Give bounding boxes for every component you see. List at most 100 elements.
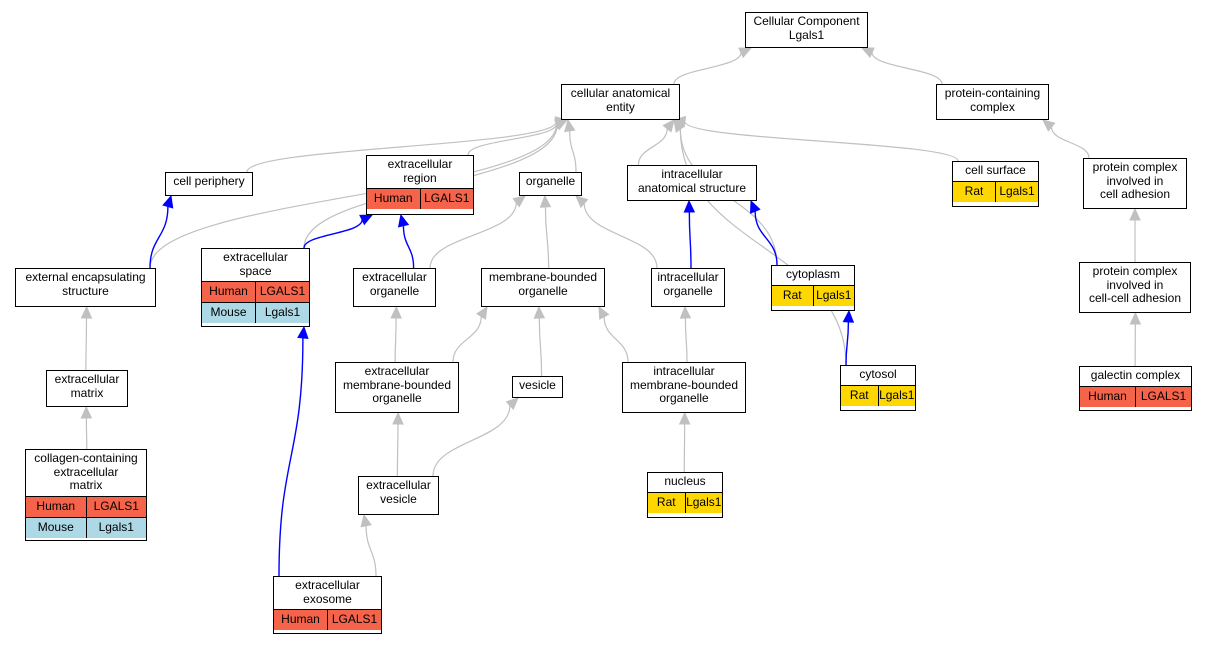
term-label-line: protein-containing [944, 86, 1041, 100]
arrowhead [390, 305, 402, 319]
term-label-line: organelle [525, 174, 576, 188]
arrowhead [598, 305, 610, 320]
arrowhead [683, 199, 696, 213]
term-label-line: galectin complex [1090, 368, 1181, 382]
term-label-line: intracellular [657, 270, 719, 284]
arrowhead [297, 325, 309, 340]
edge-ecmatrix-to-ees [85, 317, 88, 371]
arrowhead [505, 397, 519, 411]
edge-cytosol-to-cytoplasm [845, 321, 850, 366]
edge-ecmbo-to-ecorganelle [394, 317, 397, 363]
term-label-line: extracellular [362, 270, 427, 284]
term-label: cytoplasm [772, 266, 854, 285]
gene-cell: Lgals1 [812, 285, 855, 306]
edge-ecvesicle-to-ecmbo [396, 423, 399, 477]
term-label-line: cellular anatomical [570, 86, 671, 100]
arrowhead [678, 411, 691, 425]
term-label: vesicle [513, 377, 562, 396]
arrowhead [842, 309, 855, 323]
arrowhead [1129, 311, 1142, 325]
term-label-line: intracellular [653, 364, 715, 378]
term-label-line: nucleus [664, 474, 706, 488]
term-label-line: cell surface [965, 163, 1026, 177]
term-label-line: cytosol [859, 367, 897, 381]
term-label-line: membrane-bounded [629, 377, 739, 392]
species-cell: Mouse [37, 519, 74, 534]
edge-ees-to-cae [149, 123, 558, 269]
edge-pcc-to-root [871, 52, 943, 85]
gene-cell: Lgals1 [877, 385, 916, 406]
term-label-line: extracellular [223, 250, 288, 264]
term-label-line: extracellular [295, 578, 360, 592]
arrowhead [533, 305, 546, 319]
term-label-line: cell periphery [173, 174, 245, 188]
annotation-row-rat: Rat Lgals1 [648, 491, 723, 513]
species-cell: Rat [656, 494, 676, 509]
term-label: galectin complex [1080, 367, 1191, 386]
arrowhead [749, 199, 761, 214]
term-label-line: Lgals1 [788, 27, 825, 42]
term-label-line: protein complex [1092, 264, 1178, 278]
term-label-line: complex [970, 99, 1015, 114]
term-label-line: matrix [69, 478, 103, 492]
edge-icmbo-to-icorganelle [684, 317, 688, 363]
edge-ecspace-to-ecregion [303, 219, 363, 249]
edge-icorganelle-to-organelle [583, 203, 658, 269]
edge-ecmbo-to-mbo [452, 316, 482, 363]
gene-cell: LGALS1 [85, 496, 147, 517]
arrowhead [539, 194, 552, 208]
term-label-line: matrix [70, 385, 104, 400]
edge-pcica-to-pcc [1050, 126, 1090, 159]
term-label-line: entity [606, 99, 635, 114]
arrowhead [80, 305, 93, 319]
term-label-line: involved in [1106, 173, 1164, 188]
gene-cell: LGALS1 [419, 189, 474, 209]
term-label-line: extracellular [364, 364, 430, 378]
term-label-line: region [403, 170, 437, 185]
gene-cell: Lgals1 [85, 517, 147, 538]
edge-mbo-to-organelle [544, 206, 550, 269]
term-label: organelle [520, 173, 581, 192]
arrowhead [359, 214, 374, 226]
gene-cell: Lgals1 [684, 492, 723, 513]
edge-ias-to-cae [637, 128, 668, 166]
term-label-line: protein complex [1092, 160, 1178, 174]
species-cell: Human [1088, 388, 1127, 403]
term-label-line: membrane-bounded [342, 377, 452, 392]
arrowhead [476, 305, 488, 320]
edge-cae-to-root [673, 52, 742, 85]
edge-ees-to-periphery [149, 206, 169, 269]
edge-icorganelle-to-ias [688, 211, 692, 269]
term-label: cytosol [841, 366, 915, 385]
term-label-line: organelle [369, 283, 420, 298]
term-label-line: external encapsulating [25, 270, 146, 284]
term-label: nucleus [648, 473, 722, 492]
